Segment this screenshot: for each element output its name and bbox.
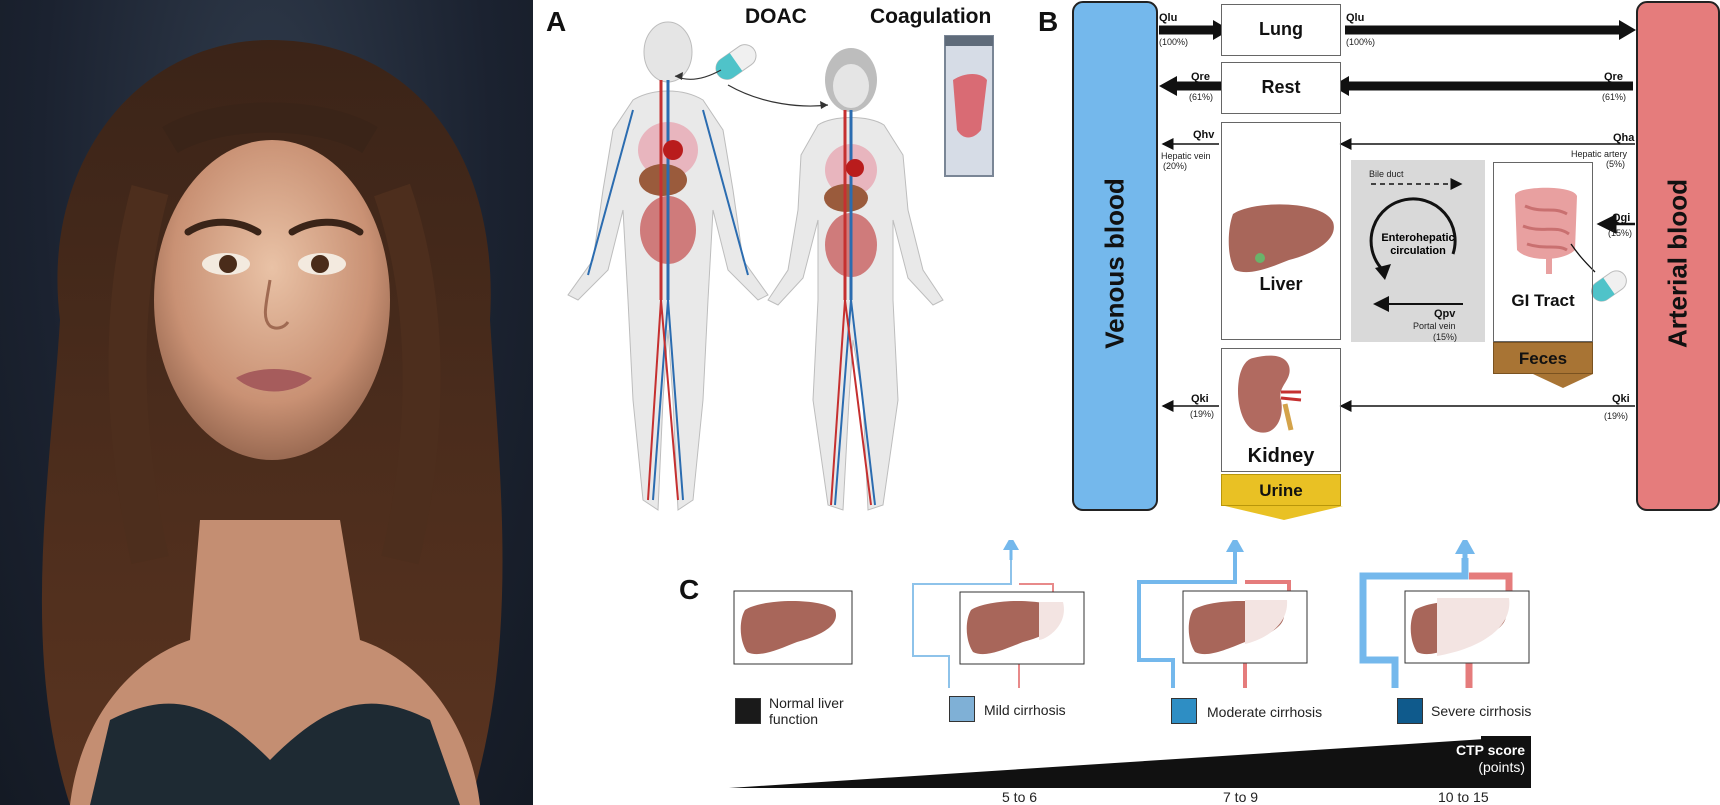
qha-sub: Hepatic artery bbox=[1571, 149, 1628, 159]
gi-tract-icon bbox=[1514, 187, 1577, 274]
ctp-score-wedge bbox=[729, 736, 1531, 788]
qpv-pct: (15%) bbox=[1433, 332, 1458, 342]
qre-right-pct: (61%) bbox=[1602, 92, 1627, 102]
qha-label: Qha bbox=[1613, 132, 1635, 144]
moderate-cirrhosis-diagram bbox=[1137, 540, 1308, 688]
gi-tract-compartment: GI Tract bbox=[1493, 162, 1593, 342]
anatomy-illustration bbox=[567, 21, 994, 511]
qre-right-label: Qre bbox=[1604, 71, 1623, 83]
feces-box: Feces bbox=[1493, 342, 1593, 374]
male-body bbox=[567, 21, 769, 511]
figure: A DOAC Coagulation bbox=[533, 0, 1720, 805]
gi-tract-label: GI Tract bbox=[1511, 291, 1575, 310]
qki-left-pct: (19%) bbox=[1190, 409, 1215, 419]
blood-tube-icon bbox=[944, 35, 994, 177]
qlu-left-label: Qlu bbox=[1159, 12, 1178, 24]
qhv-sub: Hepatic vein bbox=[1161, 151, 1211, 161]
legend-swatch-moderate bbox=[1171, 698, 1197, 724]
lung-label: Lung bbox=[1259, 19, 1303, 39]
feces-pointer bbox=[1533, 374, 1593, 388]
coagulation-label: Coagulation bbox=[870, 5, 992, 28]
female-body bbox=[767, 48, 944, 511]
ctp-range-severe: 10 to 15 bbox=[1438, 789, 1489, 805]
ctp-score-label: CTP score (points) bbox=[1413, 742, 1525, 776]
pbpk-diagram bbox=[1072, 1, 1720, 520]
qhv-pct: (20%) bbox=[1163, 161, 1188, 171]
urine-label: Urine bbox=[1259, 481, 1303, 500]
doac-label: DOAC bbox=[745, 5, 807, 28]
qlu-left-pct: (100%) bbox=[1159, 37, 1189, 47]
qki-left-label: Qki bbox=[1191, 393, 1209, 405]
portrait-photo bbox=[0, 0, 533, 805]
enterohepatic-cycle-icon bbox=[1369, 197, 1457, 269]
portrait-illustration bbox=[41, 40, 503, 805]
ctp-range-mild: 5 to 6 bbox=[1002, 789, 1038, 805]
qgi-label: Qgi bbox=[1612, 212, 1631, 224]
qki-right-label: Qki bbox=[1612, 393, 1630, 405]
qlu-right-pct: (100%) bbox=[1346, 37, 1376, 47]
bile-duct-label: Bile duct bbox=[1369, 169, 1404, 179]
legend-swatch-severe bbox=[1397, 698, 1423, 724]
urine-box: Urine bbox=[1221, 474, 1341, 506]
qha-pct: (5%) bbox=[1606, 159, 1626, 169]
qre-left-pct: (61%) bbox=[1189, 92, 1214, 102]
legend-label-normal: Normal liver function bbox=[769, 695, 844, 727]
legend-swatch-mild bbox=[949, 696, 975, 722]
legend-swatch-normal bbox=[735, 698, 761, 724]
kidney-icon bbox=[1238, 355, 1290, 433]
ctp-range-moderate: 7 to 9 bbox=[1223, 789, 1259, 805]
capsule-icon bbox=[715, 44, 757, 80]
arterial-blood-compartment bbox=[1636, 1, 1720, 511]
mild-cirrhosis-diagram bbox=[912, 540, 1085, 688]
liver-label: Liver bbox=[1259, 274, 1303, 294]
venous-blood-compartment bbox=[1072, 1, 1158, 511]
panel-c-letter: C bbox=[679, 574, 700, 605]
severe-cirrhosis-diagram bbox=[1359, 540, 1530, 688]
legend-label-mild: Mild cirrhosis bbox=[984, 702, 1066, 718]
ctp-score-unit: (points) bbox=[1478, 759, 1525, 775]
qki-right-pct: (19%) bbox=[1604, 411, 1629, 421]
legend-label-severe: Severe cirrhosis bbox=[1431, 703, 1532, 719]
qre-left-label: Qre bbox=[1191, 71, 1210, 83]
ctp-score-title: CTP score bbox=[1456, 742, 1525, 758]
normal-liver-icon bbox=[740, 601, 837, 655]
cirrhosis-progression bbox=[729, 540, 1531, 788]
qpv-sub: Portal vein bbox=[1413, 321, 1456, 331]
panel-a-letter: A bbox=[546, 6, 567, 37]
dose-arrow-2 bbox=[727, 84, 829, 107]
arterial-blood-label: Arterial blood bbox=[1662, 179, 1693, 349]
qlu-right-label: Qlu bbox=[1346, 12, 1365, 24]
liver-icon bbox=[1228, 204, 1334, 273]
feces-label: Feces bbox=[1518, 349, 1568, 368]
lung-compartment: Lung bbox=[1221, 4, 1341, 56]
urine-pointer bbox=[1225, 506, 1343, 520]
liver-compartment: Liver bbox=[1221, 122, 1341, 340]
rest-compartment: Rest bbox=[1221, 62, 1341, 114]
venous-blood-label: Venous blood bbox=[1099, 178, 1130, 349]
panel-b-letter: B bbox=[1038, 6, 1059, 37]
qgi-pct: (15%) bbox=[1608, 228, 1633, 238]
qpv-label: Qpv bbox=[1434, 308, 1456, 320]
kidney-compartment: Kidney bbox=[1221, 348, 1341, 472]
gi-capsule-icon bbox=[1591, 270, 1627, 302]
rest-label: Rest bbox=[1261, 77, 1301, 97]
qhv-label: Qhv bbox=[1193, 129, 1215, 141]
enterohepatic-label: Enterohepatic circulation bbox=[1381, 232, 1455, 257]
legend-label-moderate: Moderate cirrhosis bbox=[1207, 704, 1323, 720]
kidney-label: Kidney bbox=[1247, 445, 1315, 467]
